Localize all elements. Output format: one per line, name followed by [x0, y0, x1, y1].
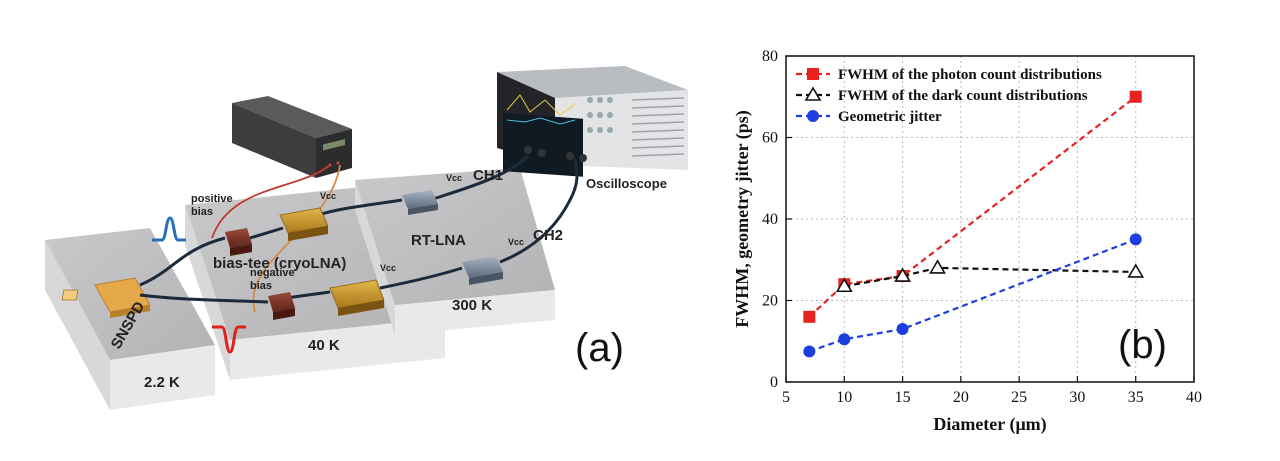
coax-cables	[139, 154, 579, 304]
legend-entry-3: Geometric jitter	[796, 109, 942, 125]
series-3	[803, 233, 1142, 358]
stage-300k-block	[355, 168, 555, 335]
x-axis-label: Diameter (μm)	[933, 414, 1046, 435]
legend-entry-1: FWHM of the photon count distributions	[796, 67, 1102, 83]
series-2	[835, 259, 1145, 293]
data-point	[803, 345, 816, 358]
panel-b-label: (b)	[1118, 323, 1167, 367]
data-point	[838, 333, 851, 346]
data-point	[1129, 233, 1142, 246]
cryo-lna-lower	[329, 279, 385, 316]
legend-label: Geometric jitter	[838, 109, 942, 125]
series-line	[808, 95, 1137, 318]
positive-bias-line1: positive	[191, 193, 233, 205]
dc-power-supply	[232, 96, 352, 178]
data-point	[929, 259, 946, 274]
x-tick-label: 40	[1186, 389, 1202, 406]
positive-bias-wire	[211, 164, 331, 239]
ch2-label: CH2	[533, 227, 563, 244]
bias-wires	[211, 164, 341, 313]
legend-label: FWHM of the dark count distributions	[838, 88, 1088, 104]
series-1	[803, 90, 1142, 323]
legend-marker	[807, 110, 819, 122]
x-tick-label: 35	[1128, 389, 1144, 406]
chart-series	[803, 90, 1145, 358]
legend-marker	[804, 86, 822, 101]
x-tick-label: 15	[895, 389, 911, 406]
y-tick-label: 0	[770, 374, 778, 391]
temp-40k-label: 40 K	[308, 337, 340, 354]
legend-entry-2: FWHM of the dark count distributions	[796, 86, 1088, 104]
positive-bias-label: positive bias	[191, 193, 236, 218]
rt-lna-label: RT-LNA	[411, 232, 466, 249]
positive-bias-line2: bias	[191, 206, 213, 218]
x-tick-label: 30	[1069, 389, 1085, 406]
vcc-label-3: Vcc	[380, 263, 396, 273]
negative-bias-line2: bias	[250, 280, 272, 292]
y-tick-label: 80	[762, 48, 778, 65]
vcc-label-4: Vcc	[508, 237, 524, 247]
y-tick-label: 40	[762, 211, 778, 228]
panel-a-label: (a)	[575, 326, 624, 370]
negative-pulse-icon	[212, 325, 246, 354]
cryo-lna-upper	[279, 207, 329, 241]
negative-bias-line1: negative	[250, 267, 295, 279]
negative-bias-wire	[252, 164, 341, 313]
y-axis-label: FWHM, geometry jitter (ps)	[732, 110, 753, 328]
jitter-chart: 5 10 15 20 25 30 35 40 0 20 40 60 80 FWHM of the pho…	[732, 48, 1202, 435]
x-tick-label: 25	[1011, 389, 1027, 406]
bias-tee-positive	[225, 228, 252, 256]
data-point	[896, 323, 909, 336]
x-tick-label: 20	[953, 389, 969, 406]
setup-diagram: SNSPD 2.2 K 40 K 300 K RT-LNA bias-tee (…	[45, 66, 688, 410]
y-tick-label: 60	[762, 130, 778, 147]
bias-tee-negative	[268, 292, 295, 320]
oscilloscope-label: Oscilloscope	[586, 176, 667, 191]
series-line	[844, 266, 1136, 288]
temp-2k-label: 2.2 K	[144, 374, 180, 391]
data-point	[835, 277, 853, 293]
data-point	[1129, 90, 1142, 103]
chart-ticks: 5 10 15 20 25 30 35 40 0 20 40 60 80	[762, 48, 1202, 406]
series-line	[808, 238, 1137, 353]
x-tick-label: 5	[782, 389, 790, 406]
bias-tee-label: bias-tee (cryoLNA)	[213, 255, 346, 272]
vcc-label-1: Vcc	[320, 191, 336, 201]
temp-300k-label: 300 K	[452, 297, 492, 314]
data-point	[1127, 263, 1145, 278]
snspd-chip	[61, 277, 151, 318]
legend-marker	[807, 68, 819, 80]
rt-lna-lower	[462, 256, 503, 285]
positive-pulse-icon	[152, 216, 186, 242]
vcc-label-2: Vcc	[446, 173, 462, 183]
oscilloscope-device	[497, 66, 688, 177]
legend-label: FWHM of the photon count distributions	[838, 67, 1102, 83]
chart-legend: FWHM of the photon count distributionsFW…	[796, 67, 1102, 125]
y-tick-label: 20	[762, 293, 778, 310]
negative-bias-label: negative bias	[250, 267, 298, 292]
x-tick-label: 10	[836, 389, 852, 406]
data-point	[803, 310, 816, 323]
data-point	[894, 267, 911, 282]
rt-lna-upper	[402, 190, 438, 215]
ch1-label: CH1	[473, 167, 503, 184]
